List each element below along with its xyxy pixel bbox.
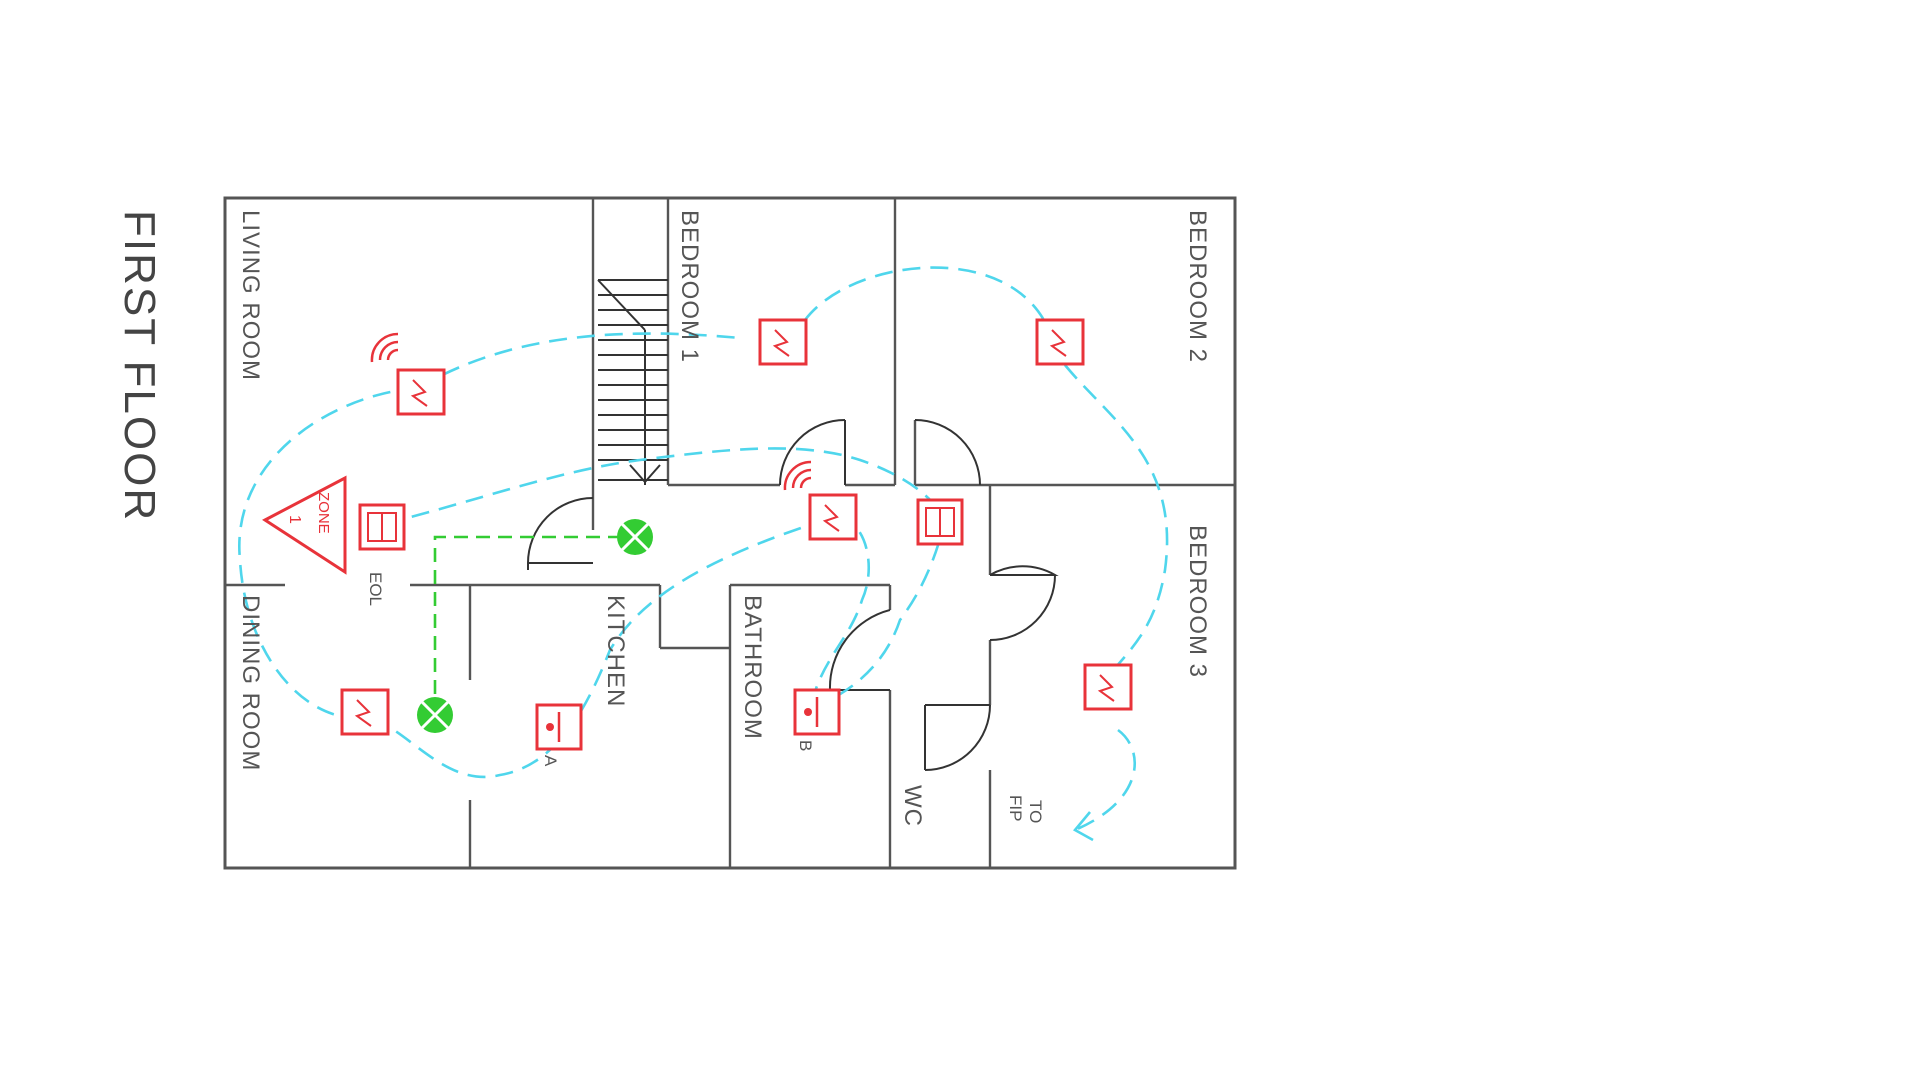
room-label-wc: WC [899, 785, 926, 827]
end-of-line-icon [358, 503, 406, 551]
room-label-dining-room: DINING ROOM [237, 595, 264, 771]
sounder-circuit [433, 535, 622, 700]
room-label-bedroom-3: BEDROOM 3 [1184, 525, 1211, 678]
smoke-detector-icon [758, 318, 808, 366]
zone-label: ZONE [315, 492, 332, 534]
smoke-detector-icon [1035, 318, 1085, 366]
manual-call-point-icon [793, 688, 841, 736]
room-label-bedroom-1: BEDROOM 1 [676, 210, 703, 363]
wireless-signal-icon [370, 332, 399, 363]
call-point-b-label: B [796, 740, 815, 751]
smoke-detector-icon [808, 493, 858, 541]
room-label-living-room: LIVING ROOM [237, 210, 264, 381]
staircase [597, 279, 668, 485]
end-of-line-icon [916, 498, 964, 546]
eol-label: EOL [366, 572, 385, 606]
zone-number: 1 [286, 515, 303, 524]
smoke-detector-icon [396, 368, 446, 416]
smoke-detector-icon [340, 688, 390, 736]
call-point-a-label: A [541, 755, 560, 767]
wireless-signal-icon [783, 460, 812, 491]
room-label-bedroom-2: BEDROOM 2 [1184, 210, 1211, 363]
smoke-detector-icon [1083, 663, 1133, 711]
detection-loop [238, 266, 1169, 842]
sounder-icon [417, 697, 453, 733]
doors [526, 419, 1059, 771]
zone-triangle-icon: ZONE 1 [262, 475, 347, 575]
floor-title: FIRST FLOOR [115, 210, 164, 522]
sounder-icon [617, 519, 653, 555]
manual-call-point-icon [535, 703, 583, 751]
room-label-bathroom: BATHROOM [739, 595, 766, 740]
interior-walls [225, 198, 1235, 868]
to-fip-label-line1: TO [1026, 800, 1045, 823]
room-label-kitchen: KITCHEN [602, 595, 629, 707]
to-fip-label-line2: FIP [1006, 795, 1025, 821]
